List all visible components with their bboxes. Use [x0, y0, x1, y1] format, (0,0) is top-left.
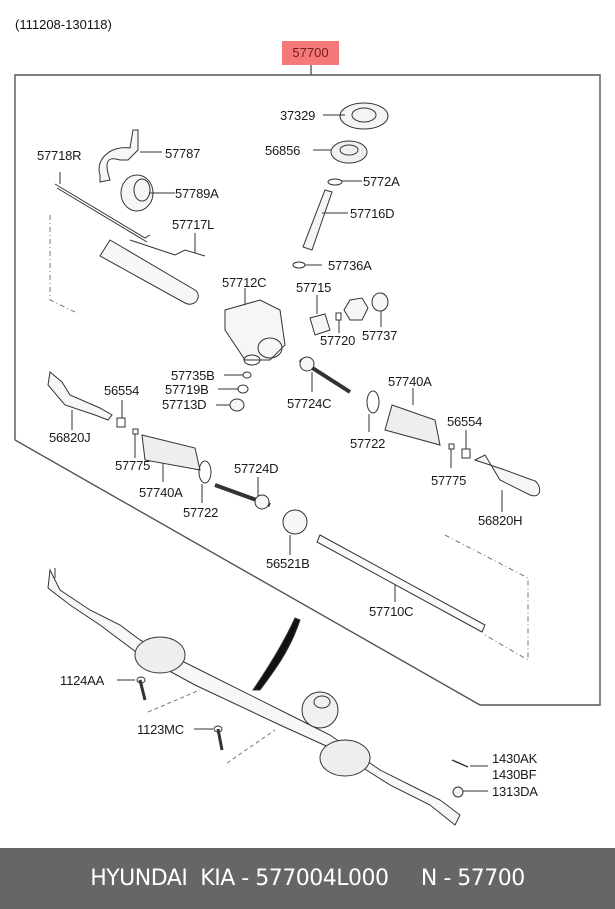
callout-1313DA[interactable]: 1313DA	[492, 784, 538, 799]
assembly-arrow	[252, 617, 301, 691]
callout-57735B[interactable]: 57735B	[171, 368, 215, 383]
part-5772A	[327, 178, 362, 186]
part-57715	[309, 295, 331, 336]
footer-part-number: 577004L000	[255, 866, 389, 891]
footer-bar: HYUNDAI KIA - 577004L000 N - 57700	[0, 848, 615, 909]
part-57789A	[120, 174, 175, 212]
callout-56554-right[interactable]: 56554	[447, 414, 483, 429]
part-steering-gear-assembly	[47, 568, 461, 826]
part-57710C	[316, 534, 529, 661]
callout-56521B[interactable]: 56521B	[266, 556, 310, 571]
part-56521B	[282, 509, 308, 555]
part-57724D	[214, 477, 271, 510]
callout-57775-right[interactable]: 57775	[431, 473, 467, 488]
date-range: (111208-130118)	[15, 17, 112, 32]
part-57735B	[224, 371, 252, 379]
part-57787	[98, 129, 162, 183]
callout-57789A[interactable]: 57789A	[175, 186, 219, 201]
part-56820H	[473, 454, 541, 512]
callout-57724D[interactable]: 57724D	[234, 461, 279, 476]
callout-57722-left[interactable]: 57722	[183, 505, 219, 520]
part-56554-right	[461, 430, 471, 459]
part-1430AK	[451, 759, 488, 768]
part-57740A-right	[384, 388, 441, 446]
callout-57724C[interactable]: 57724C	[287, 396, 332, 411]
callout-56856[interactable]: 56856	[265, 143, 301, 158]
callout-57719B[interactable]: 57719B	[165, 382, 209, 397]
callout-57712C[interactable]: 57712C	[222, 275, 267, 290]
part-valve-tube	[49, 215, 199, 313]
part-57717L	[129, 233, 206, 257]
part-57736A	[292, 261, 322, 269]
part-56856	[313, 140, 368, 164]
footer-gap	[388, 866, 420, 891]
callout-57715[interactable]: 57715	[296, 280, 332, 295]
callout-37329[interactable]: 37329	[280, 108, 316, 123]
part-57775-left	[132, 428, 139, 458]
callout-57722-right[interactable]: 57722	[350, 436, 386, 451]
part-57716D	[302, 189, 348, 251]
callout-57716D[interactable]: 57716D	[350, 206, 395, 221]
part-57719B	[218, 384, 249, 394]
part-1123MC	[194, 725, 276, 764]
callout-1123MC[interactable]: 1123MC	[137, 722, 184, 737]
part-57722-right	[366, 390, 380, 432]
part-1313DA	[452, 786, 488, 798]
callout-57737[interactable]: 57737	[362, 328, 398, 343]
callout-57717L[interactable]: 57717L	[172, 217, 215, 232]
callout-56554-left[interactable]: 56554	[104, 383, 140, 398]
callout-56820J[interactable]: 56820J	[49, 430, 91, 445]
part-57718R	[54, 172, 151, 243]
callout-57740A-left[interactable]: 57740A	[139, 485, 183, 500]
part-57712C	[224, 288, 286, 366]
callout-57713D[interactable]: 57713D	[162, 397, 207, 412]
part-57722-left	[198, 460, 212, 503]
callout-57720[interactable]: 57720	[320, 333, 356, 348]
callout-57710C[interactable]: 57710C	[369, 604, 414, 619]
assembly-ref-badge[interactable]: 57700	[282, 41, 339, 65]
part-57775-right	[448, 443, 455, 468]
callout-57718R[interactable]: 57718R	[37, 148, 82, 163]
exploded-parts-diagram	[14, 65, 601, 826]
footer-brand: HYUNDAI KIA	[90, 866, 235, 891]
assembly-frame	[14, 65, 601, 706]
footer-sep: -	[234, 866, 256, 891]
callout-5772A[interactable]: 5772A	[363, 174, 400, 189]
callout-1430BF[interactable]: 1430BF	[492, 767, 537, 782]
part-37329	[323, 102, 389, 130]
part-57740A-left	[141, 434, 201, 482]
callout-57787[interactable]: 57787	[165, 146, 201, 161]
part-yoke-nut	[343, 297, 369, 321]
callout-56820H[interactable]: 56820H	[478, 513, 523, 528]
callout-57740A-right[interactable]: 57740A	[388, 374, 432, 389]
part-57724C	[298, 356, 352, 394]
footer-ref: N - 57700	[420, 866, 525, 891]
part-56820J	[47, 371, 113, 430]
part-57737	[371, 292, 389, 327]
part-56554-left	[116, 400, 126, 428]
callout-57736A[interactable]: 57736A	[328, 258, 372, 273]
part-57720	[335, 312, 342, 333]
part-57713D	[216, 398, 245, 412]
part-1124AA	[117, 676, 201, 713]
callout-1430AK[interactable]: 1430AK	[492, 751, 538, 766]
callout-1124AA[interactable]: 1124AA	[60, 673, 105, 688]
callout-57775-left[interactable]: 57775	[115, 458, 151, 473]
